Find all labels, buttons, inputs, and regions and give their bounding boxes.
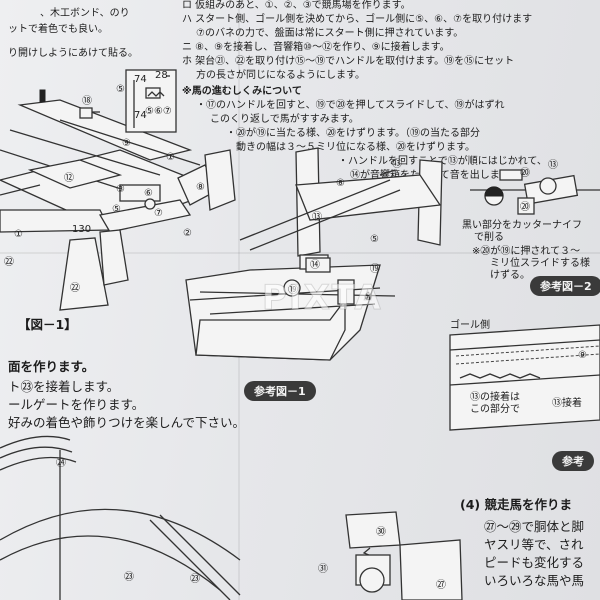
section-4-line-1: ㉗～㉙で胴体と脚 [484,519,585,534]
step-ha: ハ スタート側、ゴール側を決めてから、ゴール側に⑤、⑥、⑦を取り付けます [182,14,533,25]
ref-fig-2-note-1: 黒い部分をカッターナイフ [462,220,582,231]
watermark: PIXTA [262,278,383,319]
svg-text:㉓: ㉓ [190,573,200,585]
mechanism-heading: ※馬の進むしくみについて [182,86,302,97]
mechanism-line-3: ・⑳が⑲に当たる様、⑳をけずります。（⑲の当たる部分 [226,128,480,139]
reference-figure-2-label: 参考図－2 [530,276,600,296]
svg-text:⑳: ⑳ [520,167,530,179]
svg-text:⑬: ⑬ [548,159,558,171]
section-3-line-3: 好みの着色や飾りつけを楽しんで下さい。 [8,415,246,430]
svg-text:74: 74 [134,74,147,85]
section-3-line-2: ールゲートを作ります。 [8,397,145,412]
svg-text:⑧: ⑧ [336,178,345,189]
svg-text:①: ① [14,229,23,240]
reference-figure-3-drawing: ⑨ [449,324,600,431]
svg-text:⑩: ⑩ [364,292,373,303]
svg-text:⑥: ⑥ [144,188,153,199]
svg-text:⑬: ⑬ [312,211,322,223]
svg-text:28: 28 [155,70,168,81]
svg-text:③: ③ [116,184,125,195]
glue-note-1: ⑬の接着は [470,392,520,403]
svg-text:⑤: ⑤ [112,204,121,215]
left-top-text-1: 、木工ボンド、のり [40,8,130,19]
figure-1-drawing: 74 28 74 ⑤⑥⑦ ⑤ ⑱ ⑨ ① ⑫ ③ ⑥ ⑧ ⑦ ⑤ ② ① 130… [0,69,236,311]
mechanism-line-1: ・⑰のハンドルを回すと、⑲で⑳を押してスライドして、⑲がはずれ [196,100,505,111]
ref-fig-2-note-4: ミリ位スライドする様 [490,258,590,269]
left-top-text-3: り開けしようにあけて貼る。 [8,48,138,59]
glue-note-3: ⑬接着 [552,398,582,409]
svg-text:②: ② [183,228,192,239]
section-3-line-1: ト㉓を接着します。 [8,379,120,394]
mechanism-line-2: このくり返しで馬がすすみます。 [210,114,359,125]
reference-figure-3-label: 参考 [552,451,594,471]
ref-fig-2-note-3: ※⑳が⑲に押されて３～ [472,246,581,257]
step-ho-2: 方の長さが同じになるようにします。 [196,70,365,81]
svg-text:⑲: ⑲ [288,284,298,296]
goal-side-label: ゴール側 [450,320,490,331]
step-ro: ロ 仮組みのあと、①、②、③で競馬場を作ります。 [182,0,411,11]
horse-drawing: ㉚ ㉛ ㉗ [318,511,463,600]
reference-figure-1-drawing: ⑬ ⑧ ⑬ ⑤ ⑭ ⑲ ⑲ ⑩ [185,147,443,361]
svg-text:⑱: ⑱ [82,95,92,107]
svg-text:⑫: ⑫ [64,172,74,184]
svg-text:⑦: ⑦ [154,208,163,219]
svg-text:130: 130 [72,224,91,235]
section-4-heading: (4) 競走馬を作りま [460,497,572,512]
svg-text:㉒: ㉒ [70,282,80,294]
section-3-heading: 面を作ります。 [8,359,95,374]
left-top-text-2: ットで着色でも良い。 [8,24,108,35]
svg-text:㉛: ㉛ [318,563,328,575]
step-ha-2: ⑦のバネの力で、盤面は常にスタート側に押されています。 [196,28,464,39]
figure-1-label: 【図－1】 [18,317,77,332]
mechanism-line-4: 動きの幅は３～５ミリ位になる様、⑳をけずります。 [236,142,475,153]
svg-text:⑨: ⑨ [122,138,131,149]
svg-text:⑭: ⑭ [310,259,320,271]
ref-fig-2-note-5: けずる。 [490,270,530,281]
svg-text:㉗: ㉗ [436,579,446,591]
svg-text:⑨: ⑨ [578,350,587,361]
glue-note-2: この部分で [470,404,520,415]
track-arch-drawing: ㉔ ㉓ ㉓ [0,435,241,600]
svg-text:⑬: ⑬ [392,158,402,170]
svg-text:⑤⑥⑦: ⑤⑥⑦ [145,106,172,117]
svg-text:⑤: ⑤ [370,234,379,245]
svg-text:㉚: ㉚ [376,526,386,538]
section-4-line-3: ピードも変化する [484,555,585,570]
svg-text:①: ① [166,152,175,163]
svg-text:⑲: ⑲ [370,263,380,275]
svg-text:74: 74 [134,110,147,121]
section-4-line-4: いろいろな馬や馬 [484,573,585,588]
section-4-line-2: ヤスリ等で、され [484,537,584,552]
reference-figure-1-label: 参考図－1 [244,381,316,401]
svg-text:㉒: ㉒ [4,256,14,268]
ref-fig-2-note-2: で削る [474,232,504,243]
svg-text:㉔: ㉔ [56,457,66,469]
svg-text:⑧: ⑧ [196,182,205,193]
svg-text:㉓: ㉓ [124,571,134,583]
step-ho: ホ 架台㉑、㉒を取り付け⑮～⑲でハンドルを取付けます。⑲を⑮にセット [182,56,515,67]
svg-text:⑳: ⑳ [520,201,530,213]
reference-figure-2-drawing: ⑳ ⑬ ⑳ [470,159,600,215]
svg-text:⑤: ⑤ [116,84,125,95]
step-ni: ニ ⑧、⑨を接着し、音響箱⑩～⑫を作り、⑨に接着します。 [182,42,450,53]
